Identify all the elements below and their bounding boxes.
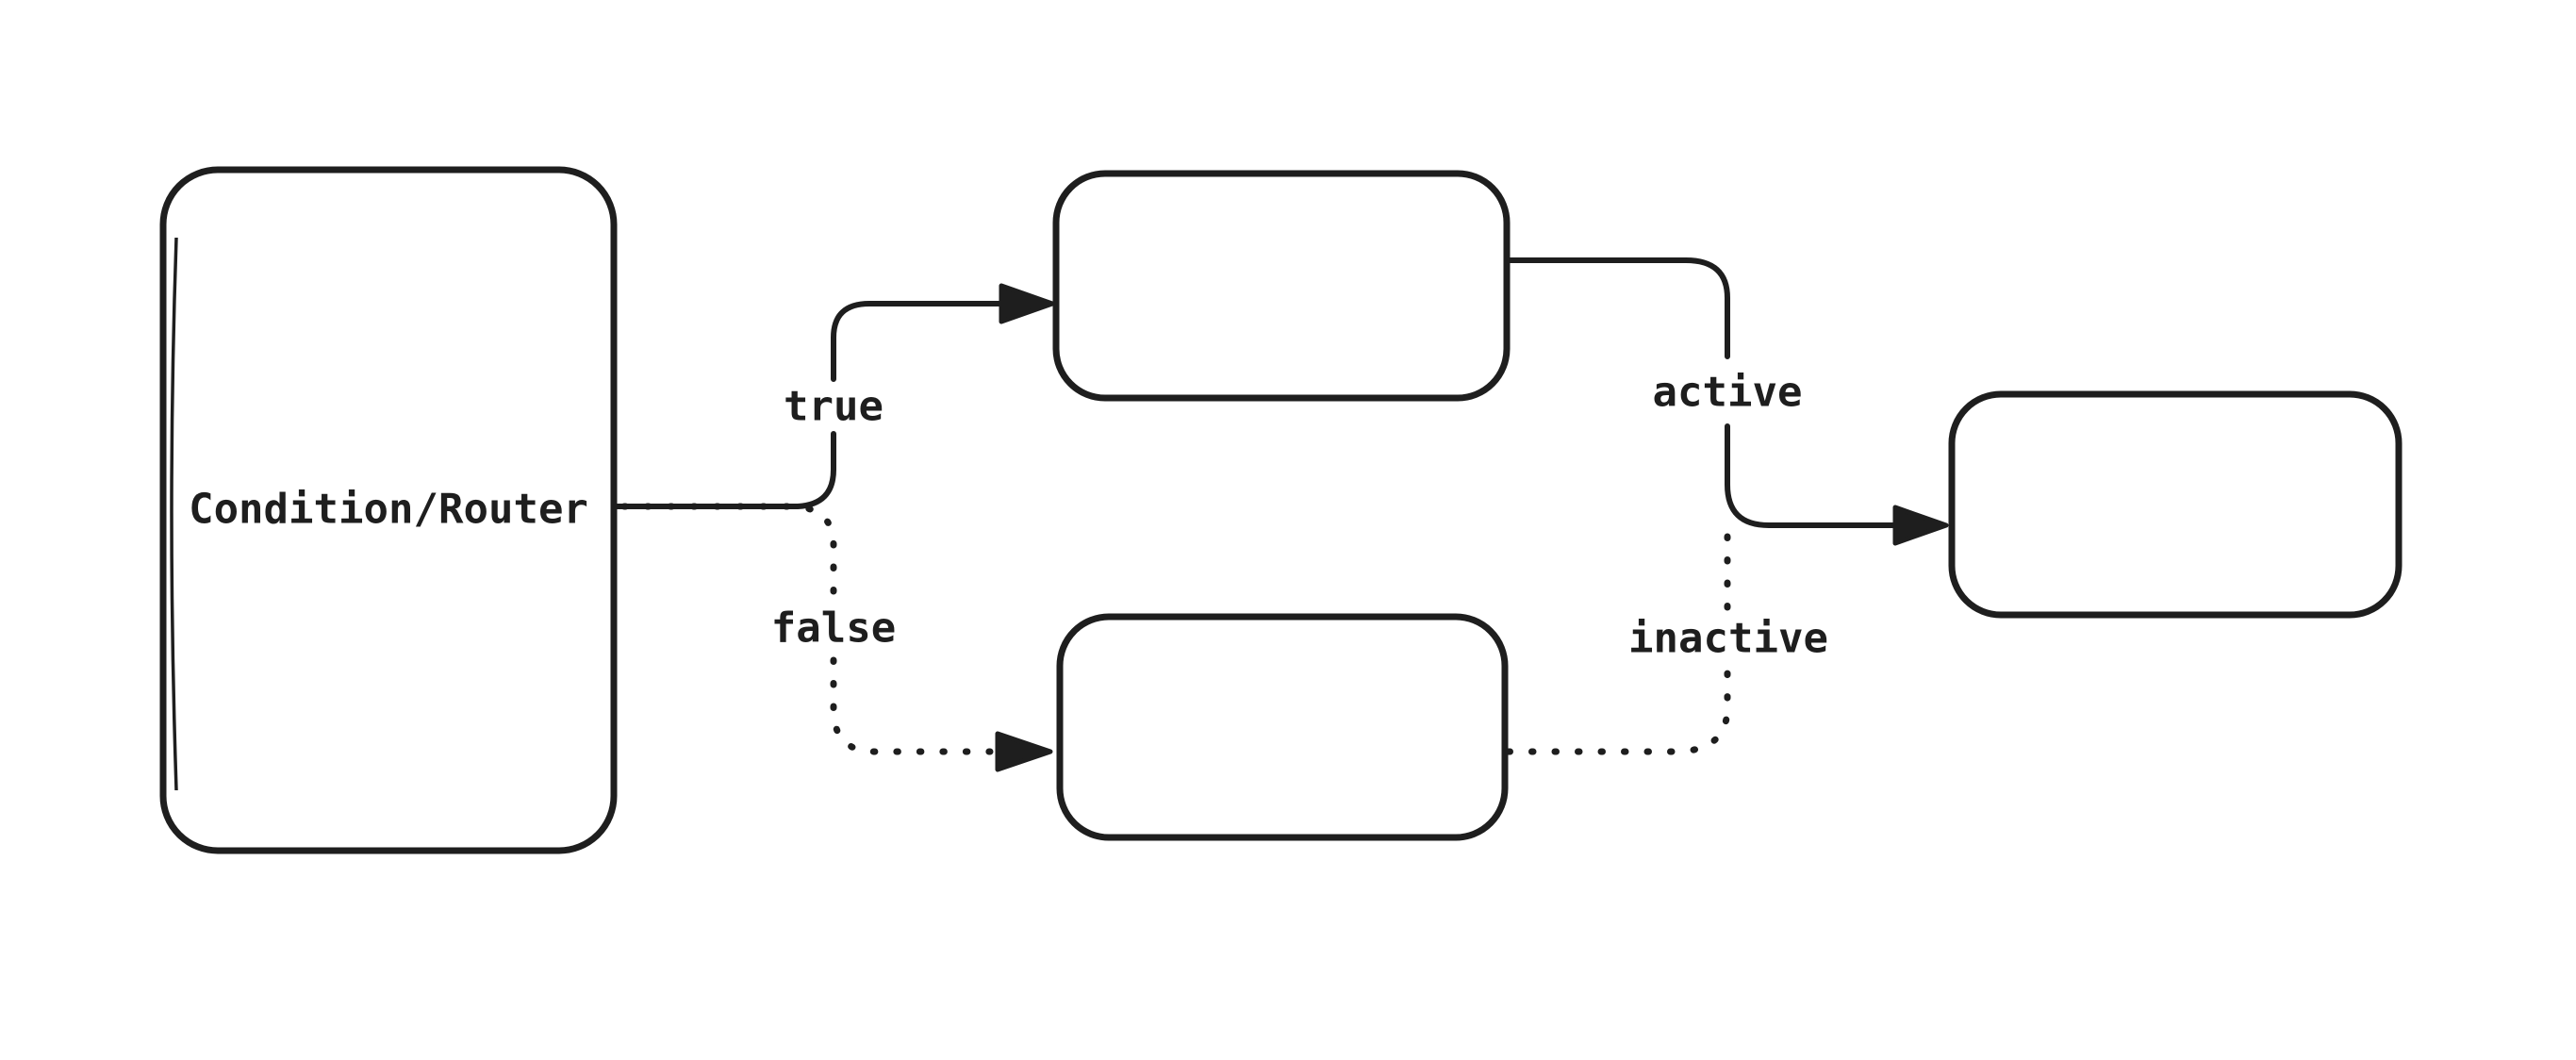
false-arrowhead-icon (995, 731, 1053, 772)
edge-true: true (611, 283, 1055, 509)
edge-false: false (620, 503, 1053, 772)
hand-drawn-double-stroke (170, 237, 178, 791)
active-arrowhead-icon (1892, 505, 1949, 546)
node-merge-target (1948, 390, 2403, 619)
active-edge-segment-upper (1504, 257, 1730, 359)
inactive-edge-segment-lower (1505, 668, 1731, 755)
edge-inactive: inactive (1505, 530, 1828, 755)
condition-router-label: Condition/Router (189, 486, 588, 534)
true-arrowhead-icon (999, 283, 1055, 324)
active-edge-segment-lower (1725, 423, 1896, 528)
node-false-target (1056, 613, 1509, 841)
false-edge-segment-lower (830, 656, 994, 755)
false-target-box (1056, 613, 1509, 841)
condition-router-box (159, 166, 618, 854)
true-target-box (1052, 170, 1511, 402)
true-edge-segment-upper (831, 301, 1002, 382)
edge-label-inactive: inactive (1628, 615, 1828, 663)
edge-label-true: true (784, 383, 883, 431)
node-condition-router: Condition/Router (159, 166, 618, 854)
false-edge-segment-upper (620, 503, 837, 602)
true-edge-segment-lower (611, 431, 836, 509)
node-true-target (1052, 170, 1511, 402)
edge-active: active (1504, 257, 1949, 546)
merge-target-box (1948, 390, 2403, 619)
edge-label-active: active (1653, 369, 1803, 417)
edge-label-false: false (771, 605, 896, 653)
